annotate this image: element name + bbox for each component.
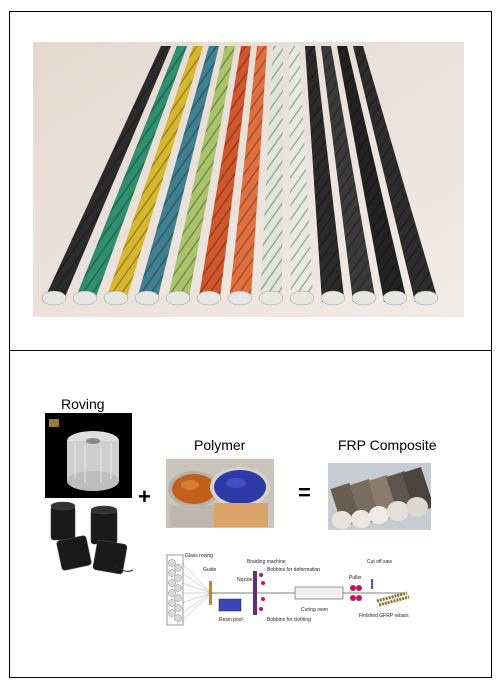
equals-operator: = (298, 480, 311, 505)
nozzle-label: Nozzle (237, 577, 253, 583)
glass-roving-label: Glass roving (185, 553, 213, 559)
finished-rebars-label: Finished GFRP rebars (359, 613, 409, 619)
rebar-ribs (198, 46, 251, 302)
curing-oven-label: Curing oven (301, 607, 328, 613)
rebar-ribs (321, 46, 375, 302)
puller-label: Puller (349, 575, 362, 581)
rebar-end (196, 290, 222, 306)
rebar-ribs (260, 46, 283, 302)
frp-composite-title: FRP Composite (338, 437, 437, 453)
cut-off-saw (371, 579, 373, 589)
rebar-ribs (105, 46, 203, 302)
black-roving-spools-photo (45, 500, 135, 580)
polymer-resin-cans-photo (166, 459, 274, 528)
guide-label: Guide (203, 567, 217, 573)
rebar-ribs (167, 46, 235, 302)
rebar-end (72, 290, 98, 306)
rebar-ribs (74, 46, 187, 302)
roving-spool-photo (45, 413, 132, 498)
rebar-end (258, 290, 284, 306)
rebar-ribs (43, 46, 171, 302)
curing-oven (294, 586, 344, 600)
rebar-end (351, 290, 377, 306)
rebar-bundle (41, 46, 439, 306)
roving-title: Roving (61, 396, 105, 412)
braiding-machine-label: Braiding machine (247, 559, 286, 565)
guide (209, 581, 212, 605)
plus-operator: + (138, 484, 151, 509)
rebar-end (289, 290, 315, 306)
bobbins-clothing-label: Bobbins for clothing (267, 617, 311, 623)
resin-pool-label: Resin pool (219, 617, 243, 623)
frp-composite-rods-photo (328, 463, 431, 530)
rebar-end (413, 290, 439, 306)
rebar-ribs (229, 46, 267, 302)
rebar-ribs (289, 46, 313, 302)
bottom-panel (9, 350, 492, 678)
cut-off-saw-label: Cut off saw (367, 559, 392, 565)
rebar-ribs (136, 46, 219, 302)
rebar-end (41, 290, 67, 306)
rebar-ribs (305, 46, 344, 302)
resin-pool (218, 598, 242, 612)
pultrusion-process-diagram: Glass roving Guide Resin pool Braiding m… (163, 553, 412, 629)
rebar-end (134, 290, 160, 306)
gfrp-rebars-photo (33, 42, 464, 317)
rebar-ribs (353, 46, 437, 302)
rebar-end (227, 290, 253, 306)
rebar-ribs (337, 46, 406, 302)
rebar-end (382, 290, 408, 306)
polymer-title: Polymer (194, 437, 246, 453)
rebar-end (103, 290, 129, 306)
bobbins-deformation-label: Bobbins for deformation (267, 567, 320, 573)
rebar-end (165, 290, 191, 306)
rebar-end (320, 290, 346, 306)
creel-frame (166, 554, 184, 626)
